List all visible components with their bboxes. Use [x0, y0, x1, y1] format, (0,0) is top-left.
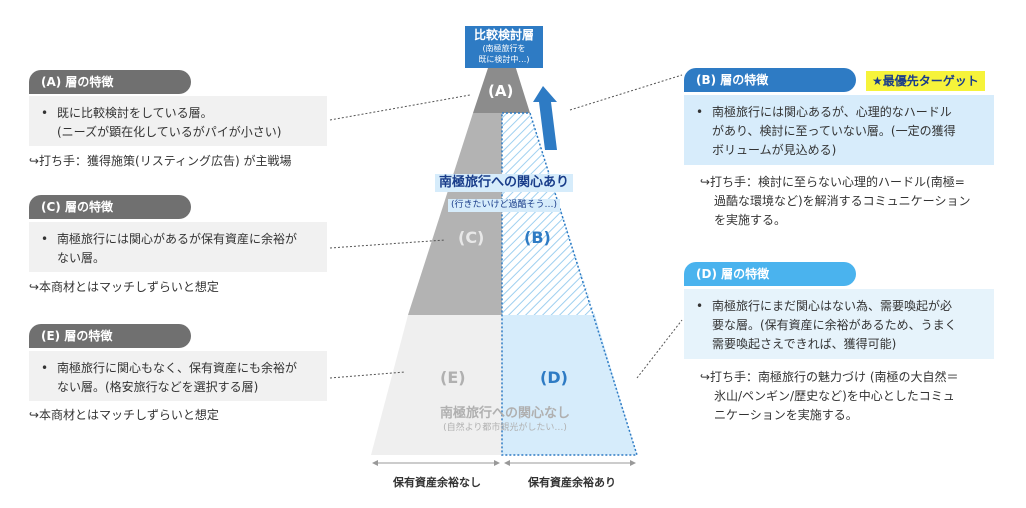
panel-a-box: • 既に比較検討をしている層。 (ニーズが顕在化しているがパイが小さい) — [29, 96, 327, 146]
panel-a-header: (A) 層の特徴 — [29, 70, 191, 94]
panel-a-line2: (ニーズが顕在化しているがパイが小さい) — [57, 125, 282, 139]
axis-left-arrowhead-right — [494, 460, 500, 466]
panel-e-note: ↪本商材とはマッチしずらいと想定 — [29, 408, 219, 422]
interest-yes-sub: (行きたいけど過酷そう…) — [447, 199, 561, 212]
segment-c-label: (C) — [458, 228, 485, 247]
panel-d-box: • 南極旅行にまだ関心はない為、需要喚起が必 要な層。(保有資産に余裕があるため… — [684, 289, 994, 359]
axis-right-label: 保有資産余裕あり — [528, 476, 616, 489]
panel-d-header: (D) 層の特徴 — [684, 262, 856, 286]
panel-b-line2: があり、検討に至っていない層。(一定の獲得 — [712, 124, 956, 138]
panel-c-header: (C) 層の特徴 — [29, 195, 191, 219]
panel-d-note: ↪打ち手：南極旅行の魅力づけ (南極の大自然＝ 氷山/ペンギン/歴史など)を中心… — [700, 368, 959, 425]
panel-d-line3: 需要喚起さえできれば、獲得可能) — [712, 337, 897, 351]
interest-yes-title: 南極旅行への関心あり — [434, 174, 573, 192]
connector-d — [636, 319, 683, 379]
interest-no-title: 南極旅行への関心なし — [439, 406, 570, 421]
panel-b-note2: 過酷な環境など)を解消するコミュニケーション — [714, 194, 971, 208]
interest-no-sub: (自然より都市観光がしたい…) — [443, 423, 567, 433]
segment-e-label: (E) — [440, 368, 466, 387]
panel-d-line1: 南極旅行にまだ関心はない為、需要喚起が必 — [712, 299, 953, 313]
interest-yes-label: 南極旅行への関心あり (行きたいけど過酷そう…) — [422, 171, 586, 212]
segment-d-label: (D) — [540, 368, 568, 387]
axis-left-arrowhead-left — [372, 460, 378, 466]
segment-b-label: (B) — [524, 228, 551, 247]
axis-left-label: 保有資産余裕なし — [393, 476, 481, 489]
bullet-icon: • — [41, 232, 49, 246]
bullet-icon: • — [696, 105, 704, 119]
bullet-icon: • — [41, 106, 49, 120]
panel-e-line2: ない層。(格安旅行などを選択する層) — [57, 380, 259, 394]
panel-e-box: • 南極旅行に関心もなく、保有資産にも余裕が ない層。(格安旅行などを選択する層… — [29, 351, 327, 401]
arrow-up-icon — [533, 86, 557, 150]
panel-b-line3: ボリュームが見込める) — [712, 143, 837, 157]
panel-b-note3: を実施する。 — [714, 213, 787, 227]
segment-e — [371, 315, 502, 455]
panel-b-note1: ↪打ち手：検討に至らない心理的ハードル(南極= — [700, 175, 965, 189]
connector-e — [329, 371, 406, 379]
bullet-icon: • — [41, 361, 49, 375]
panel-b-box: • 南極旅行には関心あるが、心理的なハードル があり、検討に至っていない層。(一… — [684, 95, 994, 165]
top-label-title: 比較検討層 — [473, 28, 534, 42]
panel-b-header: (B) 層の特徴 — [684, 68, 856, 92]
segment-d — [502, 315, 637, 455]
bullet-icon: • — [696, 299, 704, 313]
panel-c-box: • 南極旅行には関心があるが保有資産に余裕が ない層。 — [29, 222, 327, 272]
connector-a — [329, 94, 471, 121]
interest-no-label: 南極旅行への関心なし (自然より都市観光がしたい…) — [410, 405, 600, 435]
top-label: 比較検討層 (南極旅行を 既に検討中…) — [465, 26, 543, 68]
segment-a-label: (A) — [488, 82, 514, 100]
panel-b-line1: 南極旅行には関心あるが、心理的なハードル — [712, 105, 952, 119]
priority-target-badge: ★最優先ターゲット — [866, 71, 985, 91]
panel-c-line1: 南極旅行には関心があるが保有資産に余裕が — [57, 232, 298, 246]
panel-e-line1: 南極旅行に関心もなく、保有資産にも余裕が — [57, 361, 298, 375]
panel-b-note: ↪打ち手：検討に至らない心理的ハードル(南極= 過酷な環境など)を解消するコミュ… — [700, 173, 970, 230]
panel-a-line1: 既に比較検討をしている層。 — [57, 106, 213, 120]
connector-c — [329, 239, 446, 249]
panel-c-note: ↪本商材とはマッチしずらいと想定 — [29, 280, 219, 294]
panel-e-header: (E) 層の特徴 — [29, 324, 191, 348]
segment-b — [502, 113, 595, 315]
connector-b — [569, 74, 683, 111]
panel-d-note2: 氷山/ペンギン/歴史など)を中心としたコミュ — [714, 389, 955, 403]
segment-c — [408, 113, 502, 315]
segment-a — [473, 62, 530, 113]
panel-d-line2: 要な層。(保有資産に余裕があるため、うまく — [712, 318, 957, 332]
top-label-sub1: (南極旅行を — [482, 44, 526, 53]
panel-d-note3: ニケーションを実施する。 — [714, 408, 858, 422]
panel-a-note: ↪打ち手：獲得施策(リスティング広告) が主戦場 — [29, 154, 292, 168]
top-label-sub2: 既に検討中…) — [478, 55, 530, 64]
axis-right-arrowhead-left — [504, 460, 510, 466]
axis-right-arrowhead-right — [630, 460, 636, 466]
panel-c-line2: ない層。 — [57, 251, 106, 265]
panel-d-note1: ↪打ち手：南極旅行の魅力づけ (南極の大自然＝ — [700, 370, 959, 384]
